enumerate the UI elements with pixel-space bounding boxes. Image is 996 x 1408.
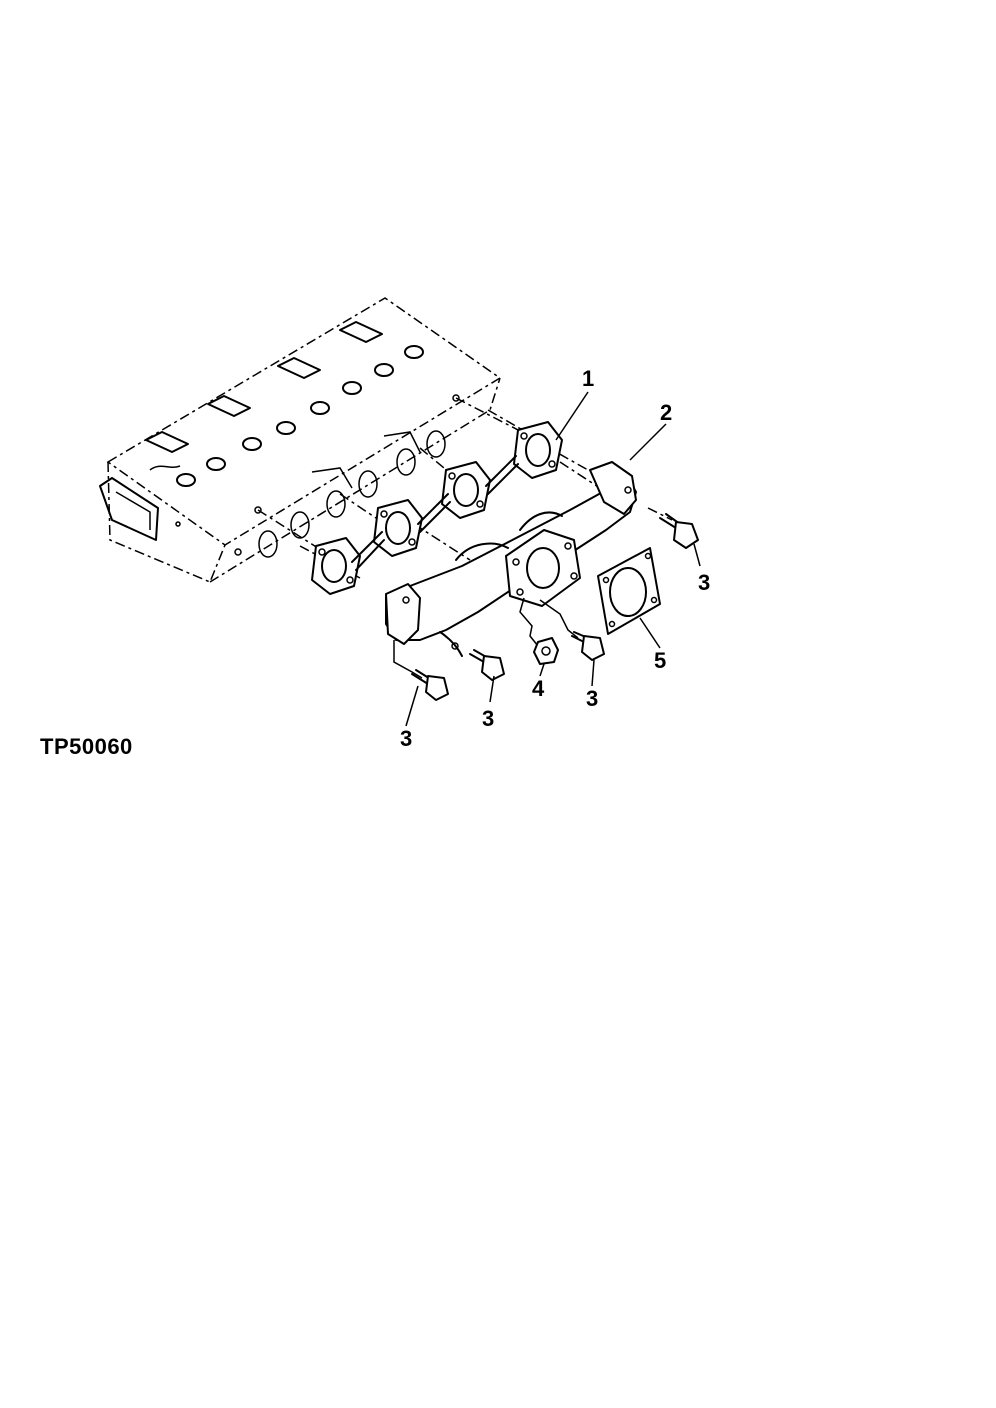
gasket-3 (441, 461, 491, 519)
cap-screw-right (659, 513, 699, 549)
fastener-leaders (393, 597, 579, 679)
cap-screw-lower-right (571, 631, 605, 661)
gasket-4 (513, 421, 563, 479)
manifold-gaskets (311, 421, 563, 595)
turbocharger-gasket (597, 547, 661, 635)
cap-screw-lower-mid (469, 649, 505, 681)
callout-3-lower-left: 3 (400, 726, 412, 751)
head-bolt-bosses (176, 345, 424, 487)
gasket-1 (311, 537, 361, 595)
callout-3-lower-right: 3 (586, 686, 598, 711)
callout-1: 1 (582, 366, 594, 391)
gasket-2 (373, 499, 423, 557)
callout-leaders (405, 391, 701, 727)
lock-nut (533, 637, 559, 665)
callout-4: 4 (532, 676, 545, 701)
exhaust-manifold (385, 461, 637, 657)
figure-id: TP50060 (40, 734, 133, 759)
cylinder-head (99, 297, 502, 583)
callout-3-right: 3 (698, 570, 710, 595)
cap-screw-lower-left (411, 669, 449, 701)
callout-3-lower-mid: 3 (482, 706, 494, 731)
callout-5: 5 (654, 648, 666, 673)
callout-2: 2 (660, 400, 672, 425)
